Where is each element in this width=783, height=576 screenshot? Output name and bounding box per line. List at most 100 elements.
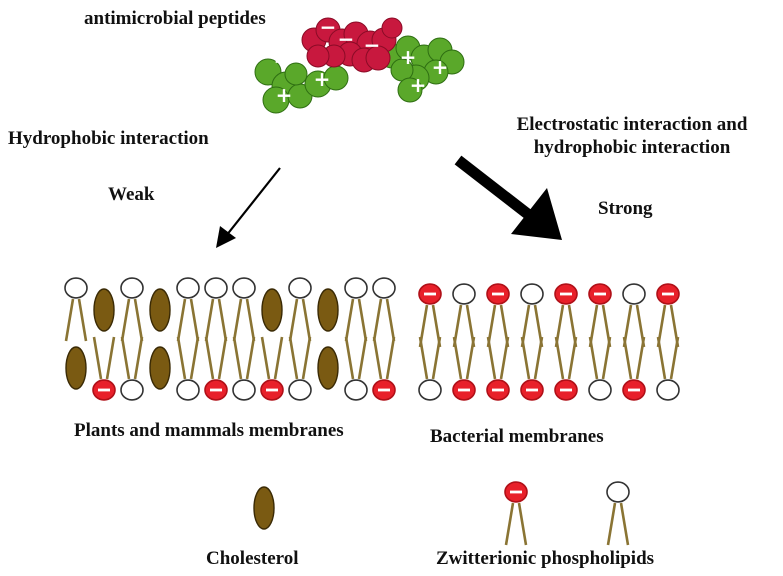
zwitterionic-phospholipid — [64, 277, 88, 342]
lipid-tail — [217, 336, 228, 380]
lipid-tail — [554, 336, 565, 380]
lipid-tail — [517, 502, 528, 546]
zwitterionic-phospholipid — [176, 336, 200, 401]
lipid-tail — [301, 336, 312, 380]
lipid-tail — [504, 502, 515, 546]
phospholipid-head — [656, 379, 680, 401]
lipid-tail — [245, 298, 256, 342]
zwitterionic-phospholipid — [622, 283, 646, 348]
lipid-tail — [344, 298, 355, 342]
antimicrobial-peptide-molecule: +++++−−−− — [254, 15, 465, 114]
lipid-tail — [372, 336, 383, 380]
positive-charge-sign: + — [432, 55, 449, 79]
phospholipid-head — [588, 379, 612, 401]
lipid-tail — [301, 298, 312, 342]
anionic-phospholipid — [504, 481, 528, 546]
cholesterol-molecule — [317, 288, 339, 332]
lipid-tail — [465, 336, 476, 380]
lipid-tail — [232, 298, 243, 342]
negative-charge-sign: − — [338, 27, 355, 51]
lipid-tail — [344, 336, 355, 380]
lipid-tail — [176, 336, 187, 380]
minus-sign — [560, 388, 572, 392]
phospholipid-head — [288, 277, 312, 299]
lipid-tail — [189, 336, 200, 380]
minus-sign — [458, 388, 470, 392]
phospholipid-head — [418, 379, 442, 401]
zwitterionic-phospholipid — [288, 277, 312, 342]
minus-sign — [560, 292, 572, 296]
minus-sign — [628, 388, 640, 392]
plant-membrane-label: Plants and mammals membranes — [74, 420, 344, 441]
phospholipid-head — [622, 283, 646, 305]
phospholipid-head — [606, 481, 630, 503]
zwitterionic-phospholipid — [176, 277, 200, 342]
negative-charge-sign: − — [364, 33, 381, 57]
peptide-cationic-residue — [397, 77, 423, 103]
anionic-phospholipid — [92, 336, 116, 401]
electrostatic-label-line-2: hydrophobic interaction — [533, 136, 731, 158]
phospholipid-head — [204, 277, 228, 299]
lipid-tail — [588, 336, 599, 380]
electrostatic-label-line-1: Electrostatic interaction and — [516, 114, 748, 135]
lipid-tail — [288, 298, 299, 342]
zwitterionic-phospholipid — [232, 336, 256, 401]
minus-sign — [424, 292, 436, 296]
phospholipid-head — [176, 379, 200, 401]
anionic-phospholipid — [520, 336, 544, 401]
phospholipid-head — [288, 379, 312, 401]
minus-sign — [98, 388, 110, 392]
zwitterionic-phospholipid — [520, 283, 544, 348]
cholesterol-label: Cholesterol — [206, 548, 299, 569]
anionic-phospholipid — [588, 283, 612, 348]
positive-charge-sign: + — [276, 83, 293, 107]
lipid-tail — [486, 336, 497, 380]
lipid-tail — [260, 336, 271, 380]
phospholipid-head — [64, 277, 88, 299]
phospholipid-head — [120, 277, 144, 299]
lipid-tail — [77, 298, 88, 342]
lipid-tail — [357, 298, 368, 342]
strong-label: Strong — [598, 198, 653, 219]
peptide-anionic-residue — [365, 45, 391, 71]
minus-sign — [662, 292, 674, 296]
phospholipid-head — [372, 277, 396, 299]
zwitterionic-phospholipid — [120, 336, 144, 401]
peptide-anionic-residue — [381, 17, 403, 39]
minus-sign — [378, 388, 390, 392]
lipid-tail — [92, 336, 103, 380]
strong-arrow — [454, 155, 562, 240]
lipid-tail — [105, 336, 116, 380]
lipid-tail — [452, 336, 463, 380]
minus-sign — [510, 490, 522, 494]
minus-sign — [526, 388, 538, 392]
positive-charge-sign: + — [314, 67, 331, 91]
zwitterionic-phospholipid — [372, 277, 396, 342]
lipid-tail — [273, 336, 284, 380]
lipid-tail — [288, 336, 299, 380]
lipid-tail — [606, 502, 617, 546]
phospholipid-head — [452, 283, 476, 305]
legend-icons — [253, 481, 630, 546]
phospholipid-head — [176, 277, 200, 299]
zwitterionic-phospholipid — [606, 481, 630, 546]
phospholipid-head — [344, 277, 368, 299]
lipid-tail — [133, 298, 144, 342]
lipid-tail — [357, 336, 368, 380]
lipid-tail — [533, 336, 544, 380]
lipid-tail — [567, 336, 578, 380]
lipid-tail — [499, 336, 510, 380]
lipid-tail — [204, 298, 215, 342]
lipid-tail — [385, 298, 396, 342]
peptide-anionic-residue — [306, 44, 330, 68]
minus-sign — [492, 292, 504, 296]
phospholipid-head — [344, 379, 368, 401]
lipid-tail — [669, 336, 680, 380]
zwitterionic-phospholipid — [452, 283, 476, 348]
cholesterol-molecule — [149, 346, 171, 390]
zwitterionic-phospholipid — [656, 336, 680, 401]
lipid-tail — [245, 336, 256, 380]
zwitterionic-phospholipid — [344, 277, 368, 342]
zwitterionic-phospholipid — [288, 336, 312, 401]
